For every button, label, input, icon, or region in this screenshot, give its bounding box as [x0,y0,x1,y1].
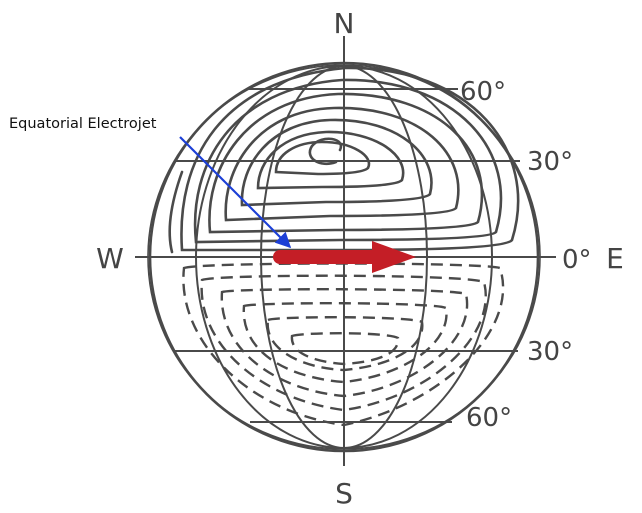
latitude-0-label: 0° [562,245,592,275]
compass-west: W [96,242,124,275]
annotation-label: Equatorial Electrojet [9,116,157,132]
compass-east: E [606,242,624,275]
compass-north: N [334,7,355,40]
compass-south: S [335,477,353,510]
annotation-pointer [179,136,292,249]
electrojet-arrow [273,241,416,273]
southern-current-loops [182,262,505,427]
latitude-30n-label: 30° [527,147,573,177]
latitude-30s-label: 30° [527,337,573,367]
northern-current-loops [168,66,520,254]
latitude-60s-label: 60° [466,403,512,433]
electrojet-head [372,241,416,273]
latitude-60n-label: 60° [460,77,506,107]
